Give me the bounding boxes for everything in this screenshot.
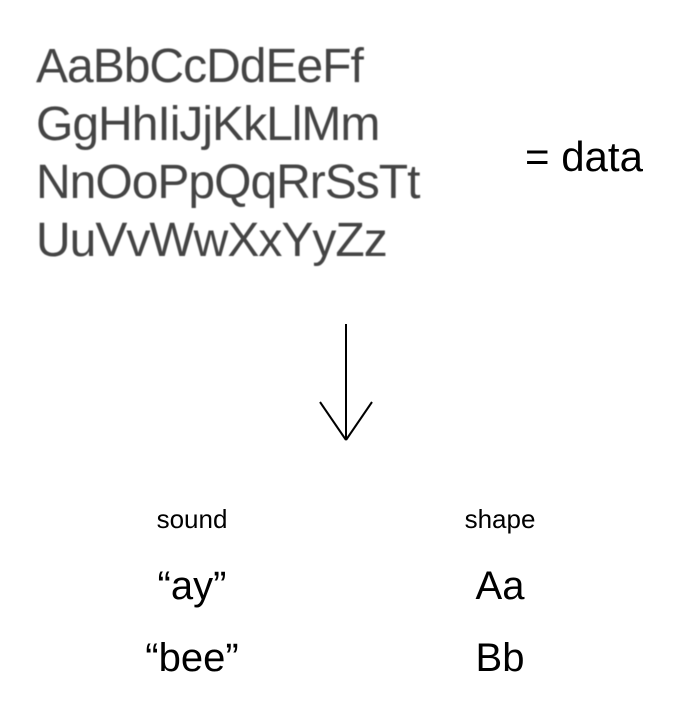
shape-column-header: shape bbox=[464, 504, 536, 534]
alphabet-line-2: GgHhIiJjKkLlMm bbox=[36, 98, 380, 151]
shape-aa: Aa bbox=[475, 564, 525, 608]
alphabet-line-1: AaBbCcDdEeFf bbox=[36, 40, 364, 93]
shape-bb: Bb bbox=[475, 636, 525, 680]
sound-column-header: sound bbox=[156, 504, 228, 534]
equals-data-label: = data bbox=[525, 133, 643, 180]
arrow-down-icon bbox=[319, 324, 373, 441]
alphabet-line-3: NnOoPpQqRrSsTt bbox=[36, 156, 420, 209]
alphabet-block: AaBbCcDdEeFf GgHhIiJjKkLlMm NnOoPpQqRrSs… bbox=[36, 38, 506, 270]
alphabet-line-4: UuVvWwXxYyZz bbox=[36, 214, 388, 267]
sound-ay: “ay” bbox=[157, 564, 227, 608]
sound-bee: “bee” bbox=[145, 636, 239, 680]
